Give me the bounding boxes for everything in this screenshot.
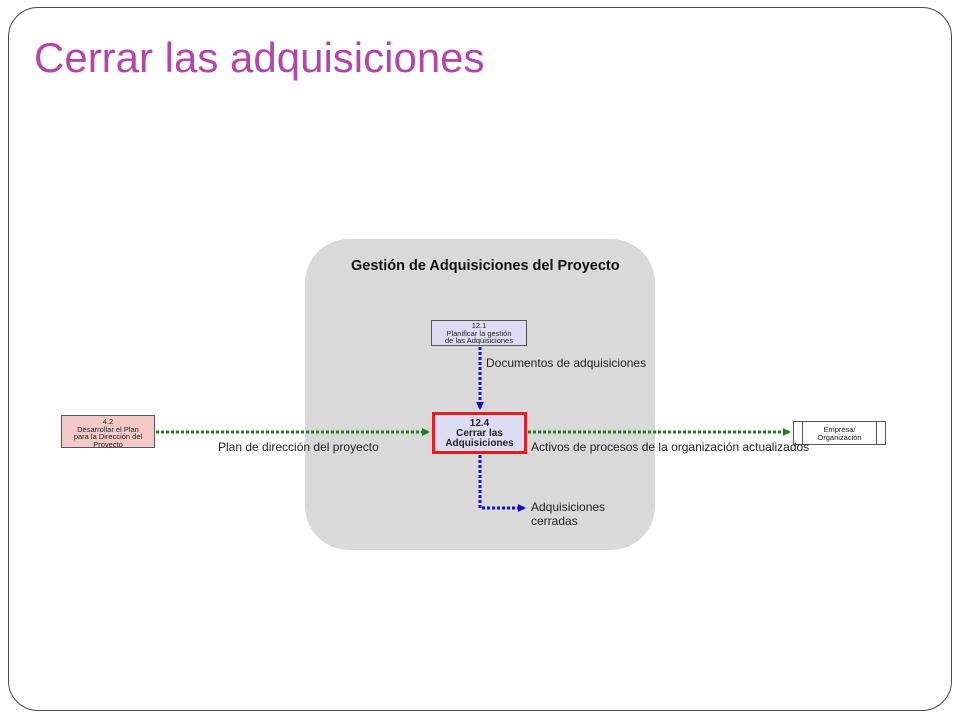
knowledge-area-title: Gestión de Adquisiciones del Proyecto (351, 258, 620, 274)
flow-label-cerradas-line2: cerradas (531, 514, 578, 529)
process-4-2-id: 4.2 (102, 417, 114, 426)
flow-label-plan: Plan de dirección del proyecto (218, 440, 379, 454)
external-entity-box: Empresa/ Organización (793, 421, 886, 445)
external-entity-line2: Organización (817, 432, 862, 442)
external-entity-line1: Empresa/ (823, 425, 856, 434)
process-12-4-line1: Cerrar las (456, 428, 503, 439)
external-entity-bar-right (876, 422, 877, 444)
process-4-2-line1: Desarrollar el Plan (77, 424, 139, 434)
process-12-1-line1: Planificar la gestión (446, 328, 512, 338)
process-12-4-id: 12.4 (469, 418, 490, 429)
flow-label-activos: Activos de procesos de la organización a… (531, 440, 810, 454)
process-12-1-line2: de las Adquisiciones (445, 336, 513, 345)
external-entity-bar-left (802, 422, 803, 444)
flow-label-docs: Documentos de adquisiciones (486, 356, 647, 370)
flow-label-cerradas-line1: Adquisiciones (531, 500, 606, 514)
process-4-2-line2: para la Dirección del (73, 432, 143, 441)
process-12-1-id: 12.1 (471, 321, 487, 330)
process-4-2-line3: Proyecto (93, 439, 123, 448)
process-12-1-box: 12.1 Planificar la gestión de las Adquis… (431, 320, 527, 346)
slide-title: Cerrar las adquisiciones (34, 34, 485, 81)
process-12-4-line2: Adquisiciones (445, 438, 514, 449)
flow-label-cerradas: Adquisiciones cerradas (531, 500, 605, 529)
process-12-4-box: 12.4 Cerrar las Adquisiciones (432, 412, 527, 454)
process-4-2-box: 4.2 Desarrollar el Plan para la Direcció… (61, 415, 155, 448)
